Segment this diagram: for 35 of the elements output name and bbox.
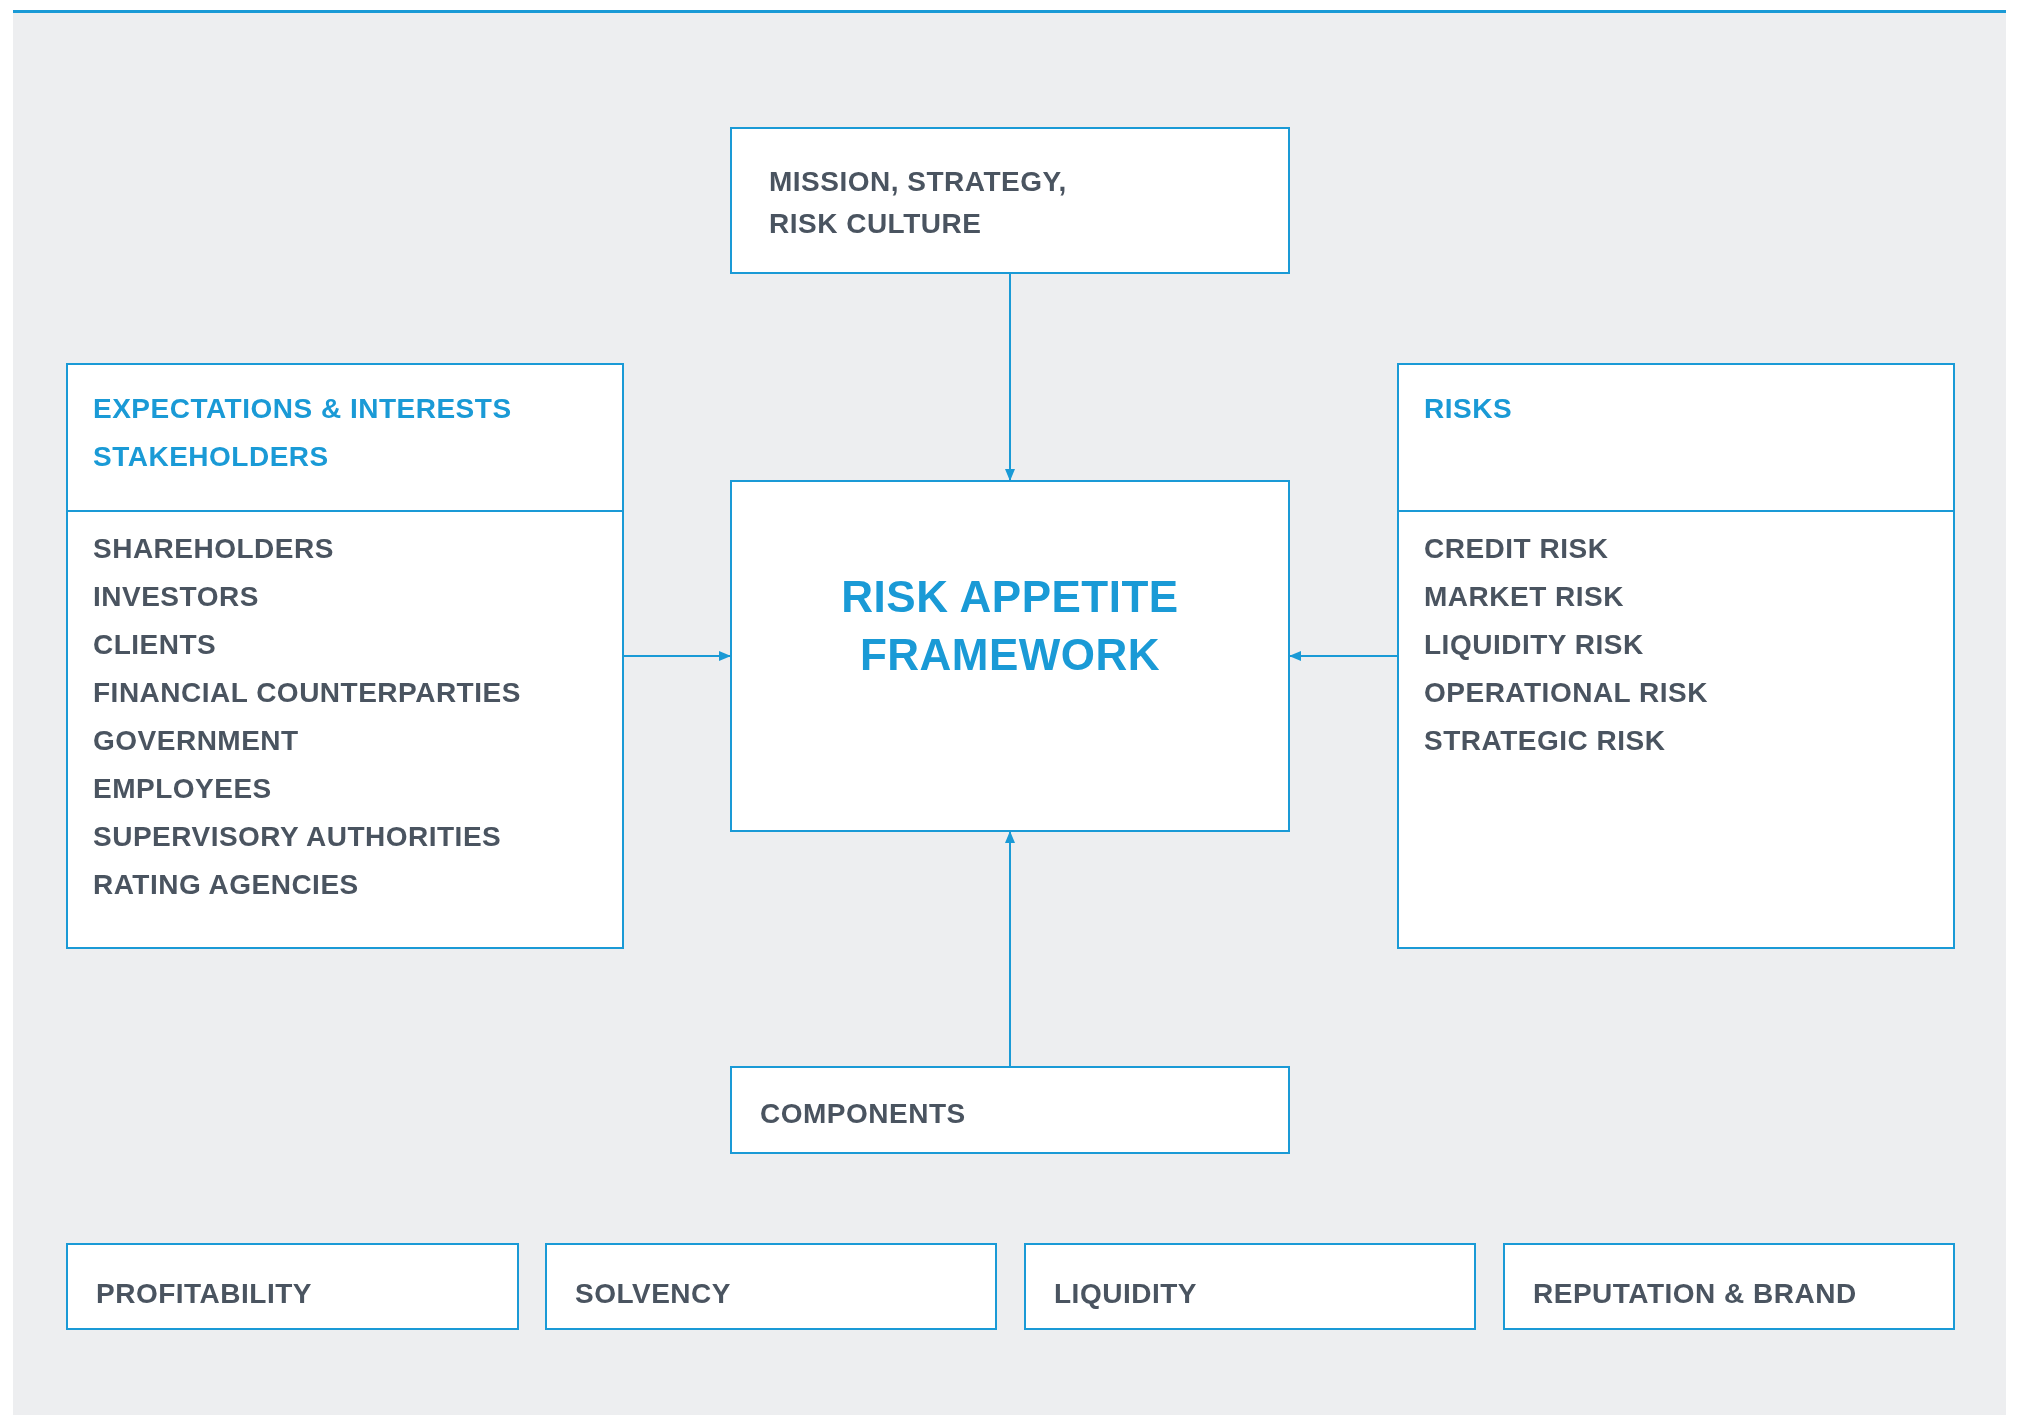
- arrow: [1005, 831, 1015, 1067]
- list-item: SHAREHOLDERS: [93, 532, 334, 566]
- central-box: [730, 480, 1290, 832]
- arrow: [1005, 273, 1015, 481]
- text-box: [66, 1243, 519, 1330]
- panel-heading: RISKS: [1424, 392, 1513, 426]
- arrow: [623, 651, 731, 661]
- box-label: PROFITABILITY: [96, 1277, 313, 1311]
- list-item: FINANCIAL COUNTERPARTIES: [93, 676, 521, 710]
- list-panel: [66, 363, 624, 949]
- list-item: GOVERNMENT: [93, 724, 299, 758]
- arrow: [1289, 651, 1398, 661]
- box-label: COMPONENTS: [760, 1097, 967, 1131]
- text-box: [730, 127, 1290, 274]
- box-label: LIQUIDITY: [1054, 1277, 1198, 1311]
- list-item: STRATEGIC RISK: [1424, 724, 1666, 758]
- list-item: EMPLOYEES: [93, 772, 272, 806]
- text-box: [1024, 1243, 1476, 1330]
- list-item: CREDIT RISK: [1424, 532, 1609, 566]
- list-panel: [1397, 363, 1955, 949]
- box-label: SOLVENCY: [575, 1277, 732, 1311]
- title-text: RISK APPETITE FRAMEWORK: [840, 571, 1180, 681]
- list-item: SUPERVISORY AUTHORITIES: [93, 820, 502, 854]
- panel-heading: EXPECTATIONS & INTERESTS STAKEHOLDERS: [93, 392, 513, 474]
- list-item: INVESTORS: [93, 580, 259, 614]
- box-label: MISSION, STRATEGY, RISK CULTURE: [769, 165, 1068, 241]
- list-item: RATING AGENCIES: [93, 868, 359, 902]
- text-box: [545, 1243, 997, 1330]
- list-item: CLIENTS: [93, 628, 217, 662]
- list-item: LIQUIDITY RISK: [1424, 628, 1644, 662]
- box-label: REPUTATION & BRAND: [1533, 1277, 1858, 1311]
- text-box: [1503, 1243, 1955, 1330]
- text-box: [730, 1066, 1290, 1154]
- list-item: MARKET RISK: [1424, 580, 1624, 614]
- list-item: OPERATIONAL RISK: [1424, 676, 1708, 710]
